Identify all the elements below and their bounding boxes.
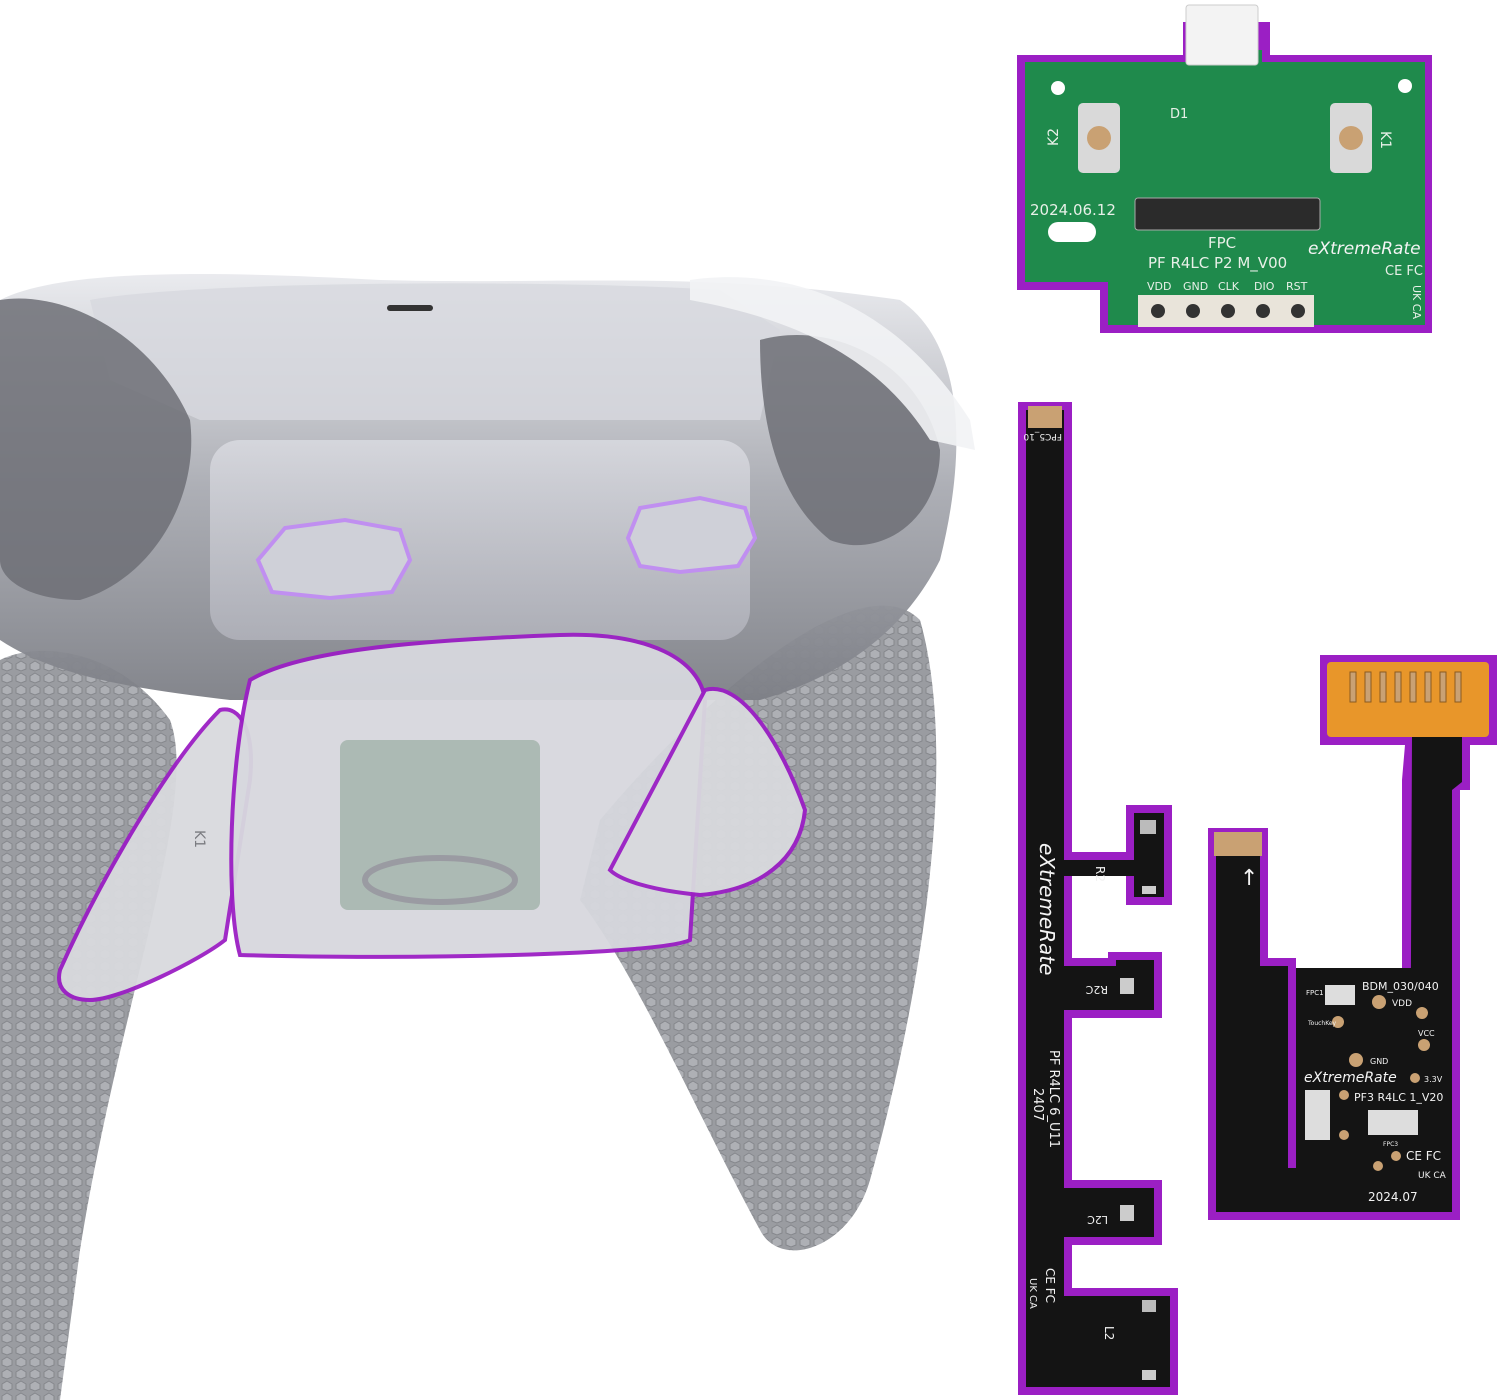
date-label: 2407 xyxy=(1030,1088,1045,1121)
l2c-label: L2C xyxy=(1087,1213,1108,1226)
vcc-label: VCC xyxy=(1418,1029,1435,1038)
paddle-label: K1 xyxy=(191,830,207,848)
model-label: PF3 R4LC 1_V20 xyxy=(1354,1091,1443,1104)
r2c-label: R2C xyxy=(1085,983,1108,996)
wire-connector xyxy=(1185,4,1259,66)
fpc-label: FPC5_10 xyxy=(1023,431,1062,441)
left-grip xyxy=(0,650,177,1400)
pin-rst: RST xyxy=(1286,280,1308,293)
ukca-mark: UK CA xyxy=(1410,285,1423,319)
pin-vdd: VDD xyxy=(1147,280,1171,293)
touchkey-label: TouchKey xyxy=(1307,1020,1337,1027)
model-label: PF R4LC P2 M_V00 xyxy=(1148,254,1287,273)
long-flex-cable: FPC5_10 R2 R2C L2C L2 eXtremeRate PF R4L… xyxy=(1018,402,1178,1395)
date-label: 2024.06.12 xyxy=(1030,201,1116,219)
l2-label: L2 xyxy=(1102,1326,1116,1340)
k2-label: K2 xyxy=(1046,128,1062,146)
right-back-button xyxy=(625,495,758,575)
k1-label: K1 xyxy=(1377,131,1393,149)
brand-logo: eXtremeRate xyxy=(1035,843,1059,975)
ukca-mark: UK CA xyxy=(1027,1278,1038,1309)
fpc1-label: FPC1 xyxy=(1306,989,1324,997)
pin-gnd: GND xyxy=(1183,280,1208,293)
header-pads xyxy=(1138,295,1314,327)
fpc3-label: FPC3 xyxy=(1383,1141,1398,1148)
right-board: ↑ FPC1 BDM_030/040 VDD TouchKey VCC GND … xyxy=(1208,655,1497,1220)
fpc-connector xyxy=(1134,197,1321,231)
d1-label: D1 xyxy=(1170,107,1188,122)
ce-fc-mark: CE FC xyxy=(1385,264,1423,279)
bdm-label: BDM_030/040 xyxy=(1362,980,1439,993)
flex-contacts xyxy=(1028,406,1062,428)
flex-contacts xyxy=(1214,832,1262,856)
ce-fc-mark: CE FC xyxy=(1043,1268,1057,1303)
brand-logo: eXtremeRate xyxy=(1308,239,1421,259)
gnd-label: GND xyxy=(1370,1057,1388,1066)
right-paddle xyxy=(607,686,808,898)
model-label: PF R4LC 6_U11 xyxy=(1046,1050,1061,1148)
brand-logo: eXtremeRate xyxy=(1304,1070,1397,1086)
direction-arrow: ↑ xyxy=(1240,866,1258,891)
green-board: K2 K1 D1 2024.06.12 FPC PF R4LC P2 M_V00… xyxy=(1017,4,1432,333)
pin-dio: DIO xyxy=(1254,280,1275,293)
v33-label: 3.3V xyxy=(1424,1075,1443,1084)
pin-clk: CLK xyxy=(1218,280,1240,293)
vdd-label: VDD xyxy=(1392,999,1412,1009)
r2-label: R2 xyxy=(1093,866,1107,882)
controller: K1 xyxy=(0,274,975,1400)
ce-fc-mark: CE FC xyxy=(1406,1149,1441,1163)
date-label: 2024.07 xyxy=(1368,1190,1418,1204)
fpc-label: FPC xyxy=(1208,234,1236,252)
ukca-mark: UK CA xyxy=(1418,1171,1447,1181)
left-trigger xyxy=(0,298,192,600)
left-back-button xyxy=(255,517,413,601)
